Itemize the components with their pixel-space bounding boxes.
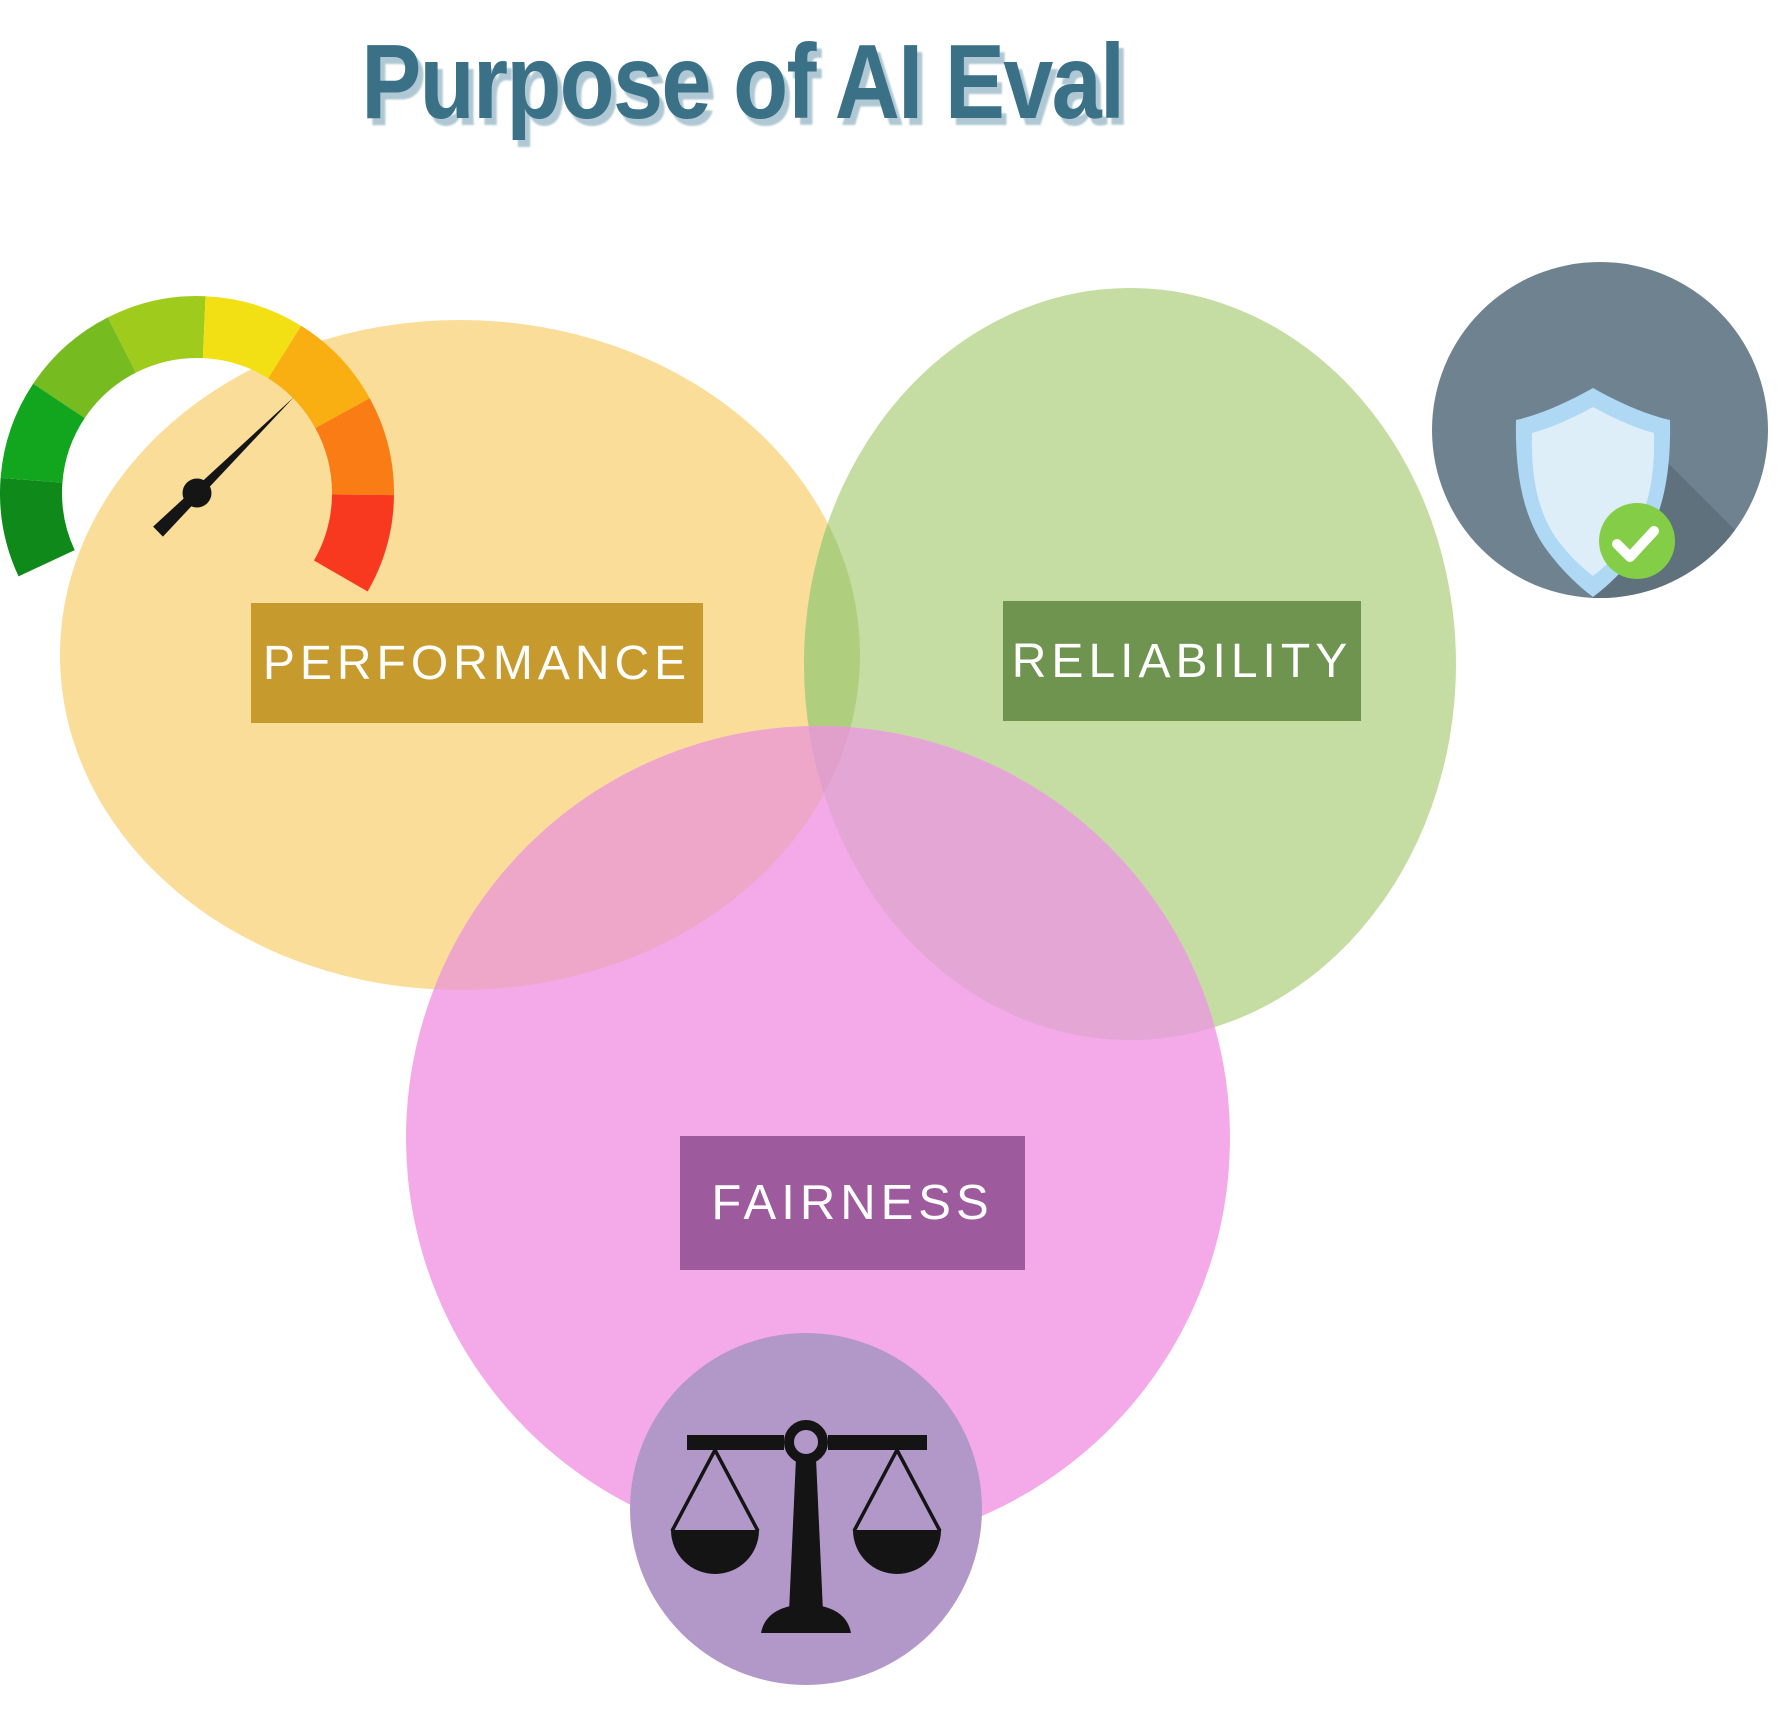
check-mark-icon	[1612, 526, 1659, 562]
gauge-arc-segment	[313, 493, 394, 592]
balance-scales-icon	[630, 1333, 982, 1685]
overlap-reliability-fairness	[804, 726, 1230, 1040]
check-badge-icon	[1599, 503, 1675, 579]
scales-glyph	[670, 1420, 942, 1633]
page-title: Purpose of AI Eval	[0, 22, 1484, 143]
speedometer-gauge-icon	[0, 296, 394, 592]
gauge-needle-hub	[182, 478, 212, 508]
label-reliability: RELIABILITY	[1003, 601, 1361, 721]
label-fairness: FAIRNESS	[680, 1136, 1025, 1270]
gauge-arc-segment	[201, 296, 302, 379]
overlap-performance-fairness	[406, 726, 860, 990]
gauge-arc-segment	[0, 383, 86, 484]
page-title-text: Purpose of AI Eval	[360, 23, 1125, 141]
gauge-arc-segment	[33, 317, 137, 419]
gauge-arc-segment	[314, 398, 394, 496]
gauge-arc-segment	[0, 477, 76, 577]
shield-long-shadow	[1593, 388, 1768, 598]
security-shield-check-icon	[1432, 262, 1768, 598]
label-performance: PERFORMANCE	[251, 603, 703, 723]
gauge-arc-segment	[267, 325, 370, 429]
gauge-arc-segment	[107, 296, 206, 374]
